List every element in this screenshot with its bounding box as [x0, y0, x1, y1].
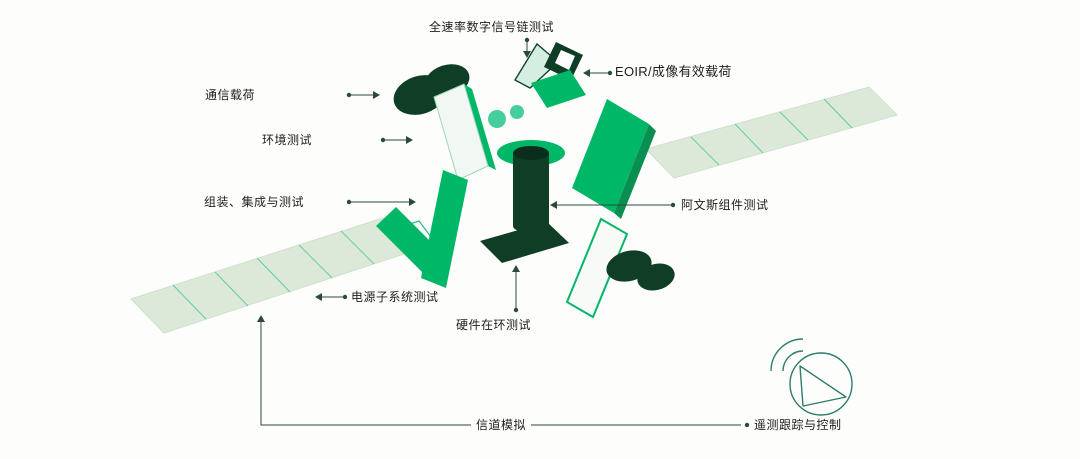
label-channel-simulation: 信道模拟	[471, 418, 532, 432]
left-solar-panel	[130, 217, 436, 334]
thruster-blobs-part	[606, 250, 675, 291]
leader-lines	[257, 37, 750, 428]
satellite-body-parts	[376, 42, 675, 319]
label-assembly-integration-test: 组装、集成与测试	[204, 195, 305, 209]
line-eoir	[583, 69, 613, 77]
side-panel-part	[572, 99, 656, 219]
right-solar-panel	[645, 86, 898, 179]
label-eoir-imaging-payload: EOIR/成像有效载荷	[615, 64, 732, 79]
label-avionics-component-test: 阿文斯组件测试	[681, 198, 769, 212]
line-assembly	[346, 198, 416, 206]
label-comm-payload: 通信载荷	[205, 88, 256, 102]
label-telemetry-tracking-control: 遥测跟踪与控制	[754, 418, 842, 432]
outlined-panel-part	[565, 217, 629, 319]
line-full-rate-test	[523, 37, 531, 58]
base-plate-part	[480, 222, 569, 263]
line-channel-sim-ttc	[257, 315, 750, 428]
ground-station-icon	[770, 338, 853, 416]
bus-cylinder-part	[497, 140, 565, 233]
sensor-dots-part	[488, 105, 524, 128]
line-avionics	[550, 201, 676, 209]
panel-grid-lines	[690, 98, 853, 166]
line-hil	[512, 265, 520, 313]
bracket-strut-part	[376, 170, 468, 288]
label-full-rate-digital-chain-test: 全速率数字信号链测试	[429, 20, 555, 34]
line-power	[315, 293, 348, 301]
label-power-subsystem-test: 电源子系统测试	[351, 290, 439, 304]
label-hardware-in-loop-test: 硬件在环测试	[456, 318, 532, 332]
panel-grid-lines	[172, 230, 375, 320]
eoir-assembly-part	[514, 42, 586, 108]
line-env-test	[380, 136, 413, 144]
label-environment-test: 环境测试	[262, 133, 313, 147]
line-comm-payload	[346, 91, 380, 99]
reflector-panel-part	[433, 83, 496, 181]
